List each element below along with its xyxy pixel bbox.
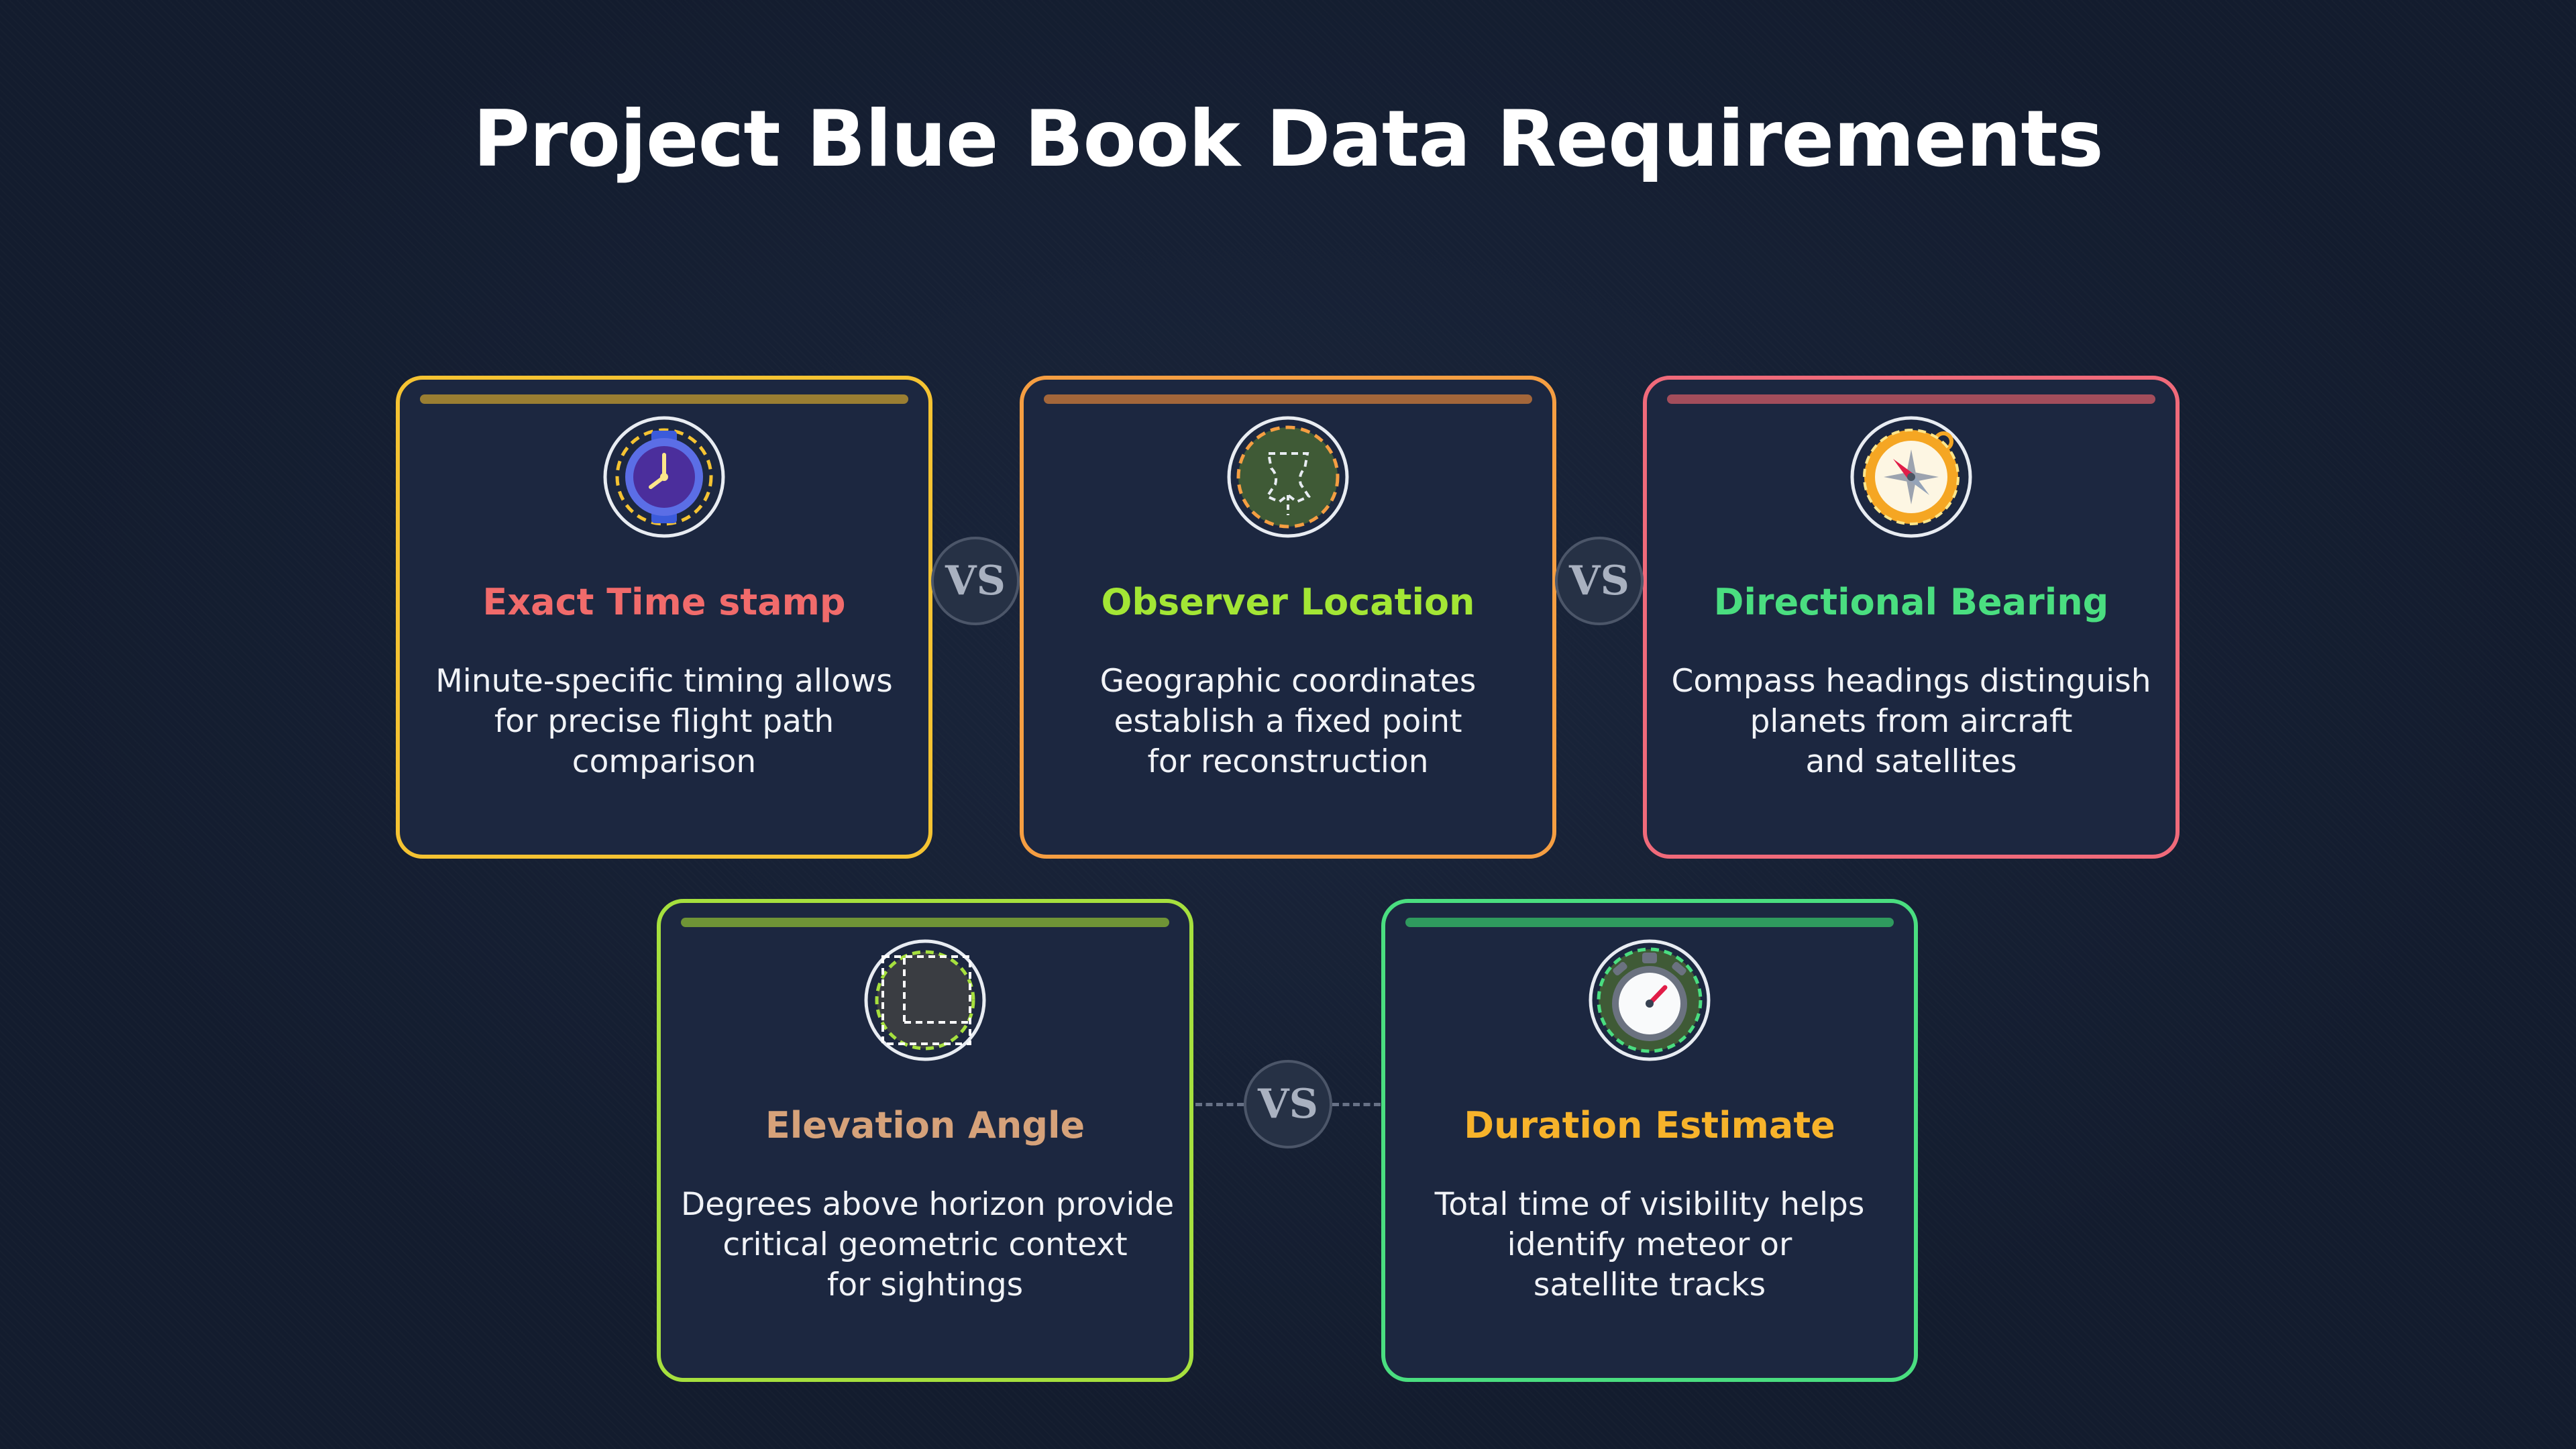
card-description: Total time of visibility helps identify … — [1434, 1186, 1865, 1303]
card-description: Minute-specific timing allows for precis… — [435, 663, 893, 780]
card-description: Geographic coordinates establish a fixed… — [1099, 663, 1477, 780]
card-observer-location: Observer Location Geographic coordinates… — [1020, 376, 1556, 859]
card-description: Degrees above horizon provide critical g… — [681, 1186, 1175, 1303]
vs-badge: VS — [1555, 537, 1644, 625]
card-accent-bar — [1667, 394, 2155, 404]
angle-icon — [863, 938, 987, 1063]
card-exact-time-stamp: Exact Time stamp Minute-specific timing … — [396, 376, 932, 859]
clock-icon — [602, 415, 727, 539]
card-duration-estimate: Duration Estimate Total time of visibili… — [1381, 899, 1918, 1382]
compass-icon — [1849, 415, 1974, 539]
card-description: Compass headings distinguish planets fro… — [1671, 663, 2151, 780]
card-heading: Observer Location — [1101, 581, 1475, 623]
card-accent-bar — [681, 918, 1169, 927]
vs-badge: VS — [1244, 1060, 1332, 1148]
card-heading: Elevation Angle — [765, 1104, 1085, 1146]
map-location-icon — [1226, 415, 1350, 539]
card-heading: Duration Estimate — [1464, 1104, 1835, 1146]
card-heading: Exact Time stamp — [482, 581, 846, 623]
page-title: Project Blue Book Data Requirements — [473, 94, 2104, 184]
connector-line — [1195, 1103, 1244, 1106]
card-accent-bar — [1044, 394, 1532, 404]
card-accent-bar — [420, 394, 908, 404]
card-elevation-angle: Elevation Angle Degrees above horizon pr… — [657, 899, 1193, 1382]
card-accent-bar — [1405, 918, 1894, 927]
stopwatch-icon — [1587, 938, 1712, 1063]
card-heading: Directional Bearing — [1713, 581, 2109, 623]
connector-line — [1332, 1103, 1381, 1106]
vs-badge: VS — [931, 537, 1020, 625]
card-directional-bearing: Directional Bearing Compass headings dis… — [1643, 376, 2180, 859]
